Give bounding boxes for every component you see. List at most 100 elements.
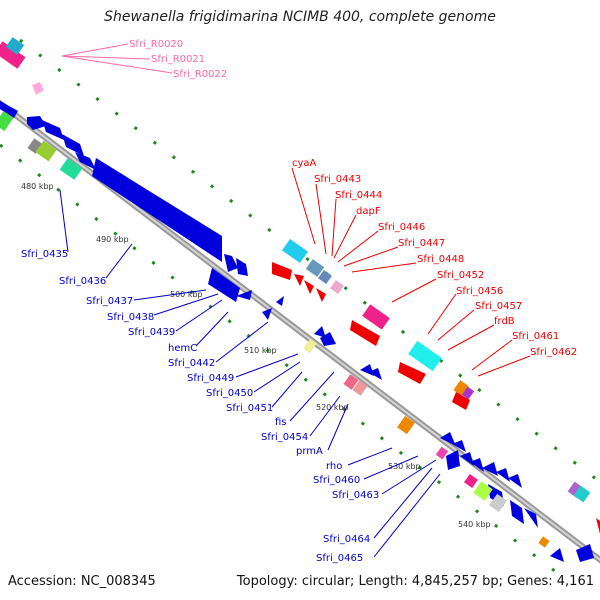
gene-block[interactable] — [0, 111, 14, 131]
gene-label[interactable]: Sfri_0436 — [59, 276, 106, 287]
gene-arrow[interactable] — [208, 268, 240, 302]
gene-label[interactable]: Sfri_R0021 — [151, 54, 205, 65]
gene-block[interactable] — [461, 386, 475, 400]
gene-label[interactable]: dapF — [356, 206, 381, 217]
gene-arrow[interactable] — [350, 320, 380, 346]
gene-label[interactable]: Sfri_R0020 — [129, 39, 183, 50]
gene-block[interactable] — [408, 340, 442, 372]
gene-arrow[interactable] — [482, 462, 498, 476]
gene-label[interactable]: prmA — [296, 446, 323, 457]
gene-block[interactable] — [343, 374, 359, 390]
gene-arrow[interactable] — [314, 326, 326, 338]
gene-label[interactable]: Sfri_0447 — [398, 238, 445, 249]
gene-label[interactable]: Sfri_0456 — [456, 286, 503, 297]
gene-label[interactable]: Sfri_0452 — [437, 270, 484, 281]
gene-block[interactable] — [281, 238, 309, 264]
gene-label[interactable]: cyaA — [292, 158, 317, 169]
gene-arrow[interactable] — [304, 280, 314, 294]
gene-block[interactable] — [464, 474, 478, 488]
gene-label[interactable]: Sfri_0454 — [261, 432, 308, 443]
gene-label[interactable]: Sfri_0439 — [128, 327, 175, 338]
gene-arrow[interactable] — [27, 116, 46, 130]
gene-label[interactable]: Sfri_0450 — [206, 388, 253, 399]
gene-label[interactable]: Sfri_0438 — [107, 312, 154, 323]
gene-label[interactable]: Sfri_0437 — [86, 296, 133, 307]
gene-block[interactable] — [538, 536, 550, 548]
gene-arrow[interactable] — [272, 262, 292, 280]
gene-block[interactable] — [453, 380, 469, 396]
gene-arrow[interactable] — [510, 500, 524, 524]
gene-block[interactable] — [473, 481, 493, 501]
gene-label[interactable]: fis — [275, 417, 287, 428]
gene-label[interactable]: Sfri_0462 — [530, 347, 577, 358]
gene-arrow[interactable] — [596, 518, 600, 534]
gene-label[interactable]: rho — [326, 461, 342, 472]
gene-label[interactable]: Sfri_0444 — [335, 190, 382, 201]
gene-block[interactable] — [352, 380, 368, 396]
gene-label[interactable]: Sfri_0435 — [21, 249, 68, 260]
gene-arrow[interactable] — [262, 308, 272, 320]
gene-arrow[interactable] — [368, 368, 382, 380]
gene-arrow[interactable] — [236, 258, 248, 276]
gene-label[interactable]: Sfri_0461 — [512, 331, 559, 342]
gene-arrow[interactable] — [440, 432, 456, 446]
gene-arrow[interactable] — [62, 134, 84, 156]
gene-block[interactable] — [305, 259, 325, 277]
gene-arrow[interactable] — [276, 296, 284, 306]
gene-block[interactable] — [362, 304, 390, 330]
label-leader — [471, 339, 513, 371]
gene-label[interactable]: Sfri_0451 — [226, 403, 273, 414]
gene-label[interactable]: Sfri_0448 — [417, 254, 464, 265]
gene-arrow[interactable] — [446, 450, 460, 470]
gene-arrow[interactable] — [316, 288, 326, 302]
label-leader — [289, 371, 335, 422]
gene-arrow[interactable] — [496, 468, 510, 482]
gene-label[interactable]: Sfri_0443 — [314, 174, 361, 185]
gene-block[interactable] — [0, 41, 26, 69]
gene-arrow[interactable] — [75, 152, 96, 170]
gene-arrow[interactable] — [320, 332, 336, 346]
gene-arrow[interactable] — [470, 458, 484, 472]
gene-block[interactable] — [330, 280, 344, 294]
gene-label[interactable]: Sfri_0464 — [323, 534, 370, 545]
gene-block[interactable] — [35, 140, 57, 162]
gene-arrow[interactable] — [508, 474, 522, 488]
gene-arrow[interactable] — [550, 548, 564, 562]
gene-block[interactable] — [318, 270, 332, 284]
gene-label[interactable]: Sfri_0442 — [168, 358, 215, 369]
gene-arrow[interactable] — [452, 440, 466, 452]
gene-block[interactable] — [435, 446, 449, 460]
gene-label[interactable]: Sfri_0465 — [316, 553, 363, 564]
gene-label[interactable]: Sfri_0446 — [378, 222, 425, 233]
gene-block[interactable] — [573, 485, 591, 503]
label-leader — [373, 467, 433, 539]
gene-arrow[interactable] — [452, 392, 470, 410]
gene-arrow[interactable] — [460, 452, 474, 466]
gene-label[interactable]: Sfri_0457 — [475, 301, 522, 312]
tick-label: 490 kbp — [96, 235, 129, 244]
gene-arrow[interactable] — [236, 290, 252, 300]
gene-arrow[interactable] — [42, 120, 64, 140]
gene-label[interactable]: Sfri_0449 — [187, 373, 234, 384]
gene-arrow[interactable] — [576, 544, 594, 562]
rna-gene[interactable] — [32, 82, 44, 95]
gene-block[interactable] — [59, 158, 83, 180]
gene-arrow[interactable] — [294, 274, 304, 286]
gene-block[interactable] — [27, 138, 43, 154]
gene-label[interactable]: Sfri_0460 — [313, 475, 360, 486]
gene-label[interactable]: Sfri_R0022 — [173, 69, 227, 80]
genome-backbone-highlight — [0, 101, 600, 562]
gene-label[interactable]: frdB — [494, 316, 515, 327]
gene-block[interactable] — [489, 493, 507, 513]
gene-block[interactable] — [303, 338, 317, 354]
gene-arrow[interactable] — [92, 158, 222, 262]
gene-arrow[interactable] — [398, 362, 426, 384]
gene-block[interactable] — [397, 415, 415, 435]
gene-label[interactable]: Sfri_0463 — [332, 490, 379, 501]
gene-block[interactable] — [5, 37, 25, 55]
gene-label[interactable]: hemC — [168, 343, 197, 354]
gene-arrow[interactable] — [0, 98, 18, 118]
label-leader — [175, 299, 223, 332]
gene-arrow[interactable] — [224, 254, 238, 272]
gene-arrow[interactable] — [524, 508, 538, 528]
